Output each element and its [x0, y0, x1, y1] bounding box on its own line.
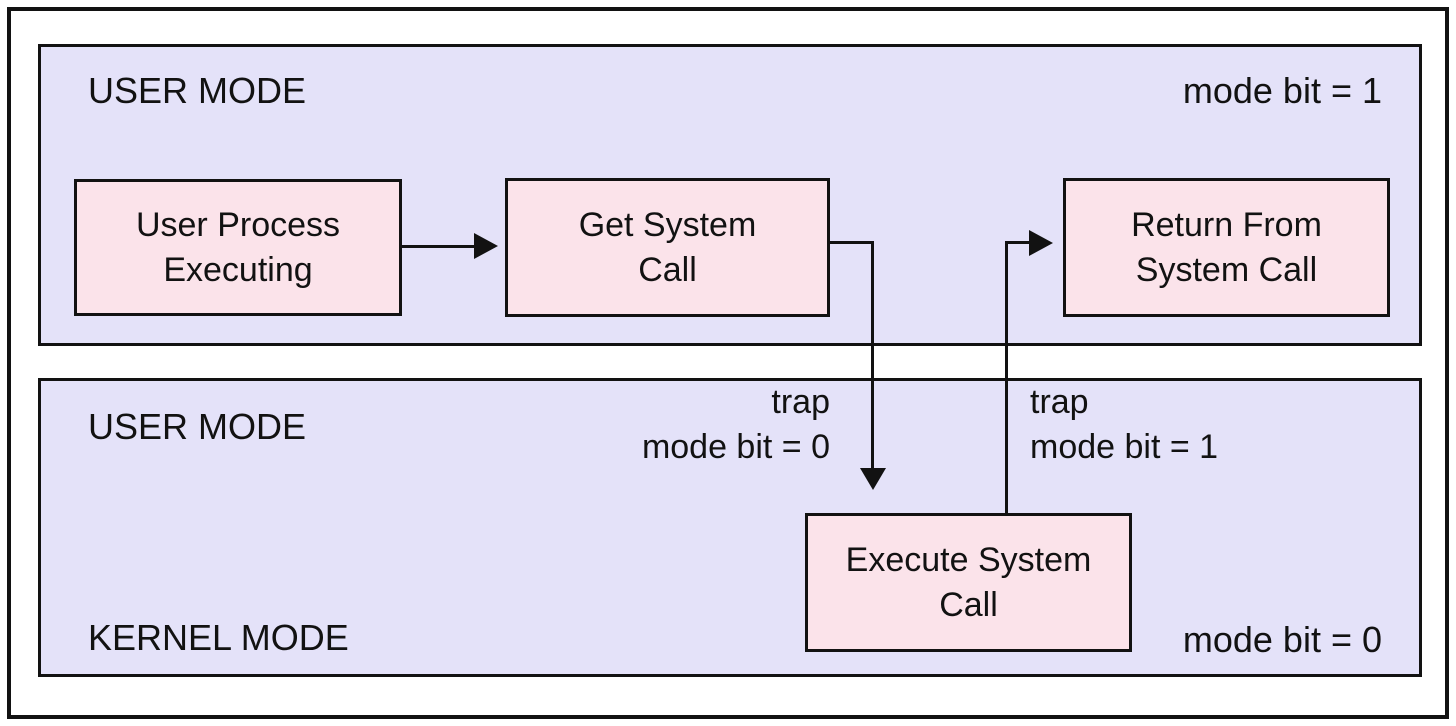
- arrow-right-icon: [1029, 230, 1053, 256]
- arrow-return-up-horizontal: [1005, 241, 1031, 244]
- kernel-mode-band: USER MODE KERNEL MODE mode bit = 0: [38, 378, 1422, 677]
- kernel-band-user-mode-label: USER MODE: [88, 406, 307, 447]
- node-get-system-call: Get System Call: [505, 178, 830, 317]
- trap-mode-bit-0-annotation: trap mode bit = 0: [641, 383, 830, 466]
- outer-frame: [7, 7, 1449, 719]
- kernel-mode-bit-label: mode bit = 0: [1182, 619, 1382, 660]
- arrow-right-icon: [474, 233, 498, 259]
- kernel-mode-label: KERNEL MODE: [88, 617, 349, 658]
- arrow-trap-down-vertical: [871, 241, 874, 472]
- arrow-down-icon: [860, 468, 886, 490]
- user-mode-label: USER MODE: [88, 70, 307, 111]
- arrow-return-up-vertical: [1005, 241, 1008, 513]
- node-user-process-executing: User Process Executing: [74, 179, 402, 316]
- node-execute-system-call: Execute System Call: [805, 513, 1132, 652]
- arrow-user-to-get-line: [402, 245, 476, 248]
- trap-mode-bit-1-annotation: trap mode bit = 1: [1030, 383, 1219, 466]
- user-mode-bit-label: mode bit = 1: [1182, 70, 1382, 111]
- node-return-from-system-call: Return From System Call: [1063, 178, 1390, 317]
- arrow-trap-down-horizontal: [830, 241, 874, 244]
